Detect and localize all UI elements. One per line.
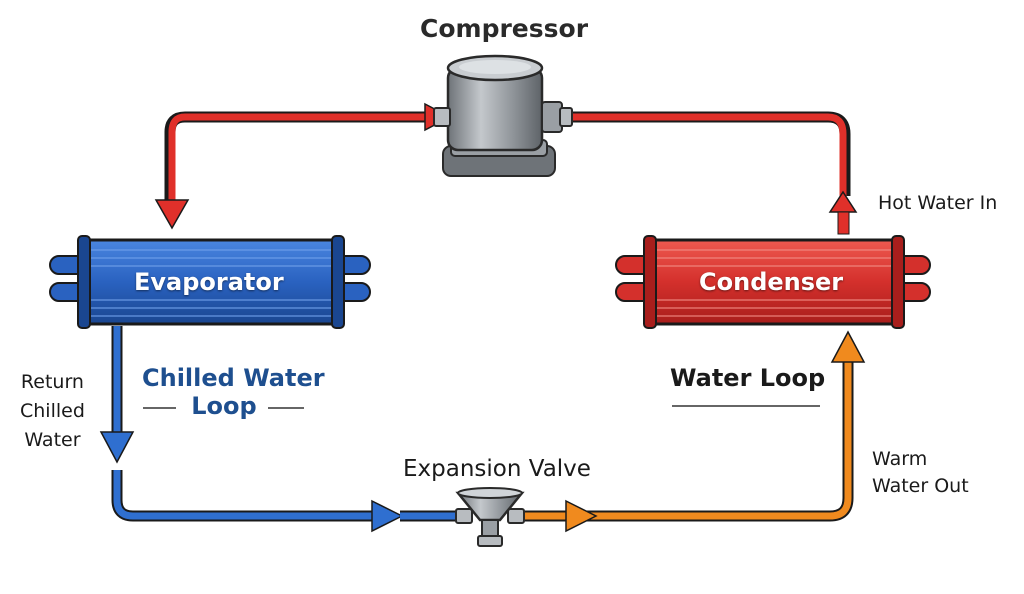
arrow-down-return xyxy=(99,431,135,464)
evaporator-label: Evaporator xyxy=(134,268,284,296)
chilled-water-loop-label: Chilled Water Loop xyxy=(142,364,325,420)
expansion-valve-label: Expansion Valve xyxy=(403,456,591,482)
chilled-loop-line-2: Loop xyxy=(191,392,257,420)
evaporator-unit xyxy=(49,235,371,329)
arrow-right-to-valve xyxy=(371,499,404,533)
arrow-up-hot-water xyxy=(828,190,858,213)
return-line-2: Chilled xyxy=(20,400,85,422)
arrow-down-to-evaporator xyxy=(154,199,190,230)
arrow-right-orange xyxy=(565,499,598,533)
funnel-valve-icon xyxy=(455,487,525,547)
warm-water-out-label: Warm Water Out xyxy=(872,446,969,500)
return-chilled-water-label: Return Chilled Water xyxy=(20,368,85,455)
arrow-up-to-condenser xyxy=(830,330,866,363)
return-line-1: Return xyxy=(20,371,84,393)
warm-water-out-line-2: Water Out xyxy=(872,475,969,497)
chilled-loop-line-1: Chilled Water xyxy=(142,364,325,392)
label-underlines xyxy=(143,405,820,409)
warm-water-line xyxy=(512,330,866,533)
condenser-label: Condenser xyxy=(699,268,844,296)
return-line-3: Water xyxy=(24,429,81,451)
warm-water-out-line-1: Warm xyxy=(872,448,928,470)
chilled-water-line xyxy=(99,326,460,533)
hot-refrigerant-line xyxy=(154,102,858,235)
compressor-label: Compressor xyxy=(420,14,589,43)
water-loop-label: Water Loop xyxy=(670,364,826,392)
condenser-unit xyxy=(615,235,931,329)
compressor-unit-icon xyxy=(433,54,573,177)
hot-water-in-label: Hot Water In xyxy=(878,192,998,214)
